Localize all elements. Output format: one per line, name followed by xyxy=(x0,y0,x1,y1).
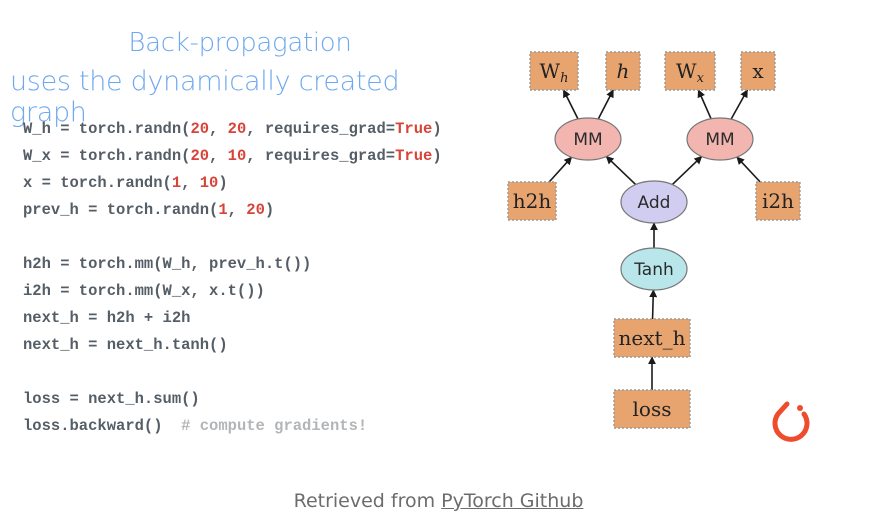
code-line: i2h = torch.mm(W_x, x.t()) xyxy=(23,278,442,305)
code-token: loss = next_h.sum() xyxy=(23,390,200,408)
code-line: loss.backward() # compute gradients! xyxy=(23,413,442,440)
op-node-label: Add xyxy=(638,193,671,213)
edge-i2h-to-MM2 xyxy=(736,156,761,183)
tensor-node-box xyxy=(755,181,801,221)
edge-MM2-to-Wx xyxy=(697,89,712,120)
op-node-label: MM xyxy=(573,130,602,150)
tensor-node-Wh: Wh xyxy=(529,51,579,91)
op-node-ellipse xyxy=(554,117,622,161)
tensor-node-x: x xyxy=(740,51,776,91)
tensor-node-Wx: Wx xyxy=(664,51,716,91)
tensor-node-box xyxy=(605,51,641,91)
code-line: next_h = next_h.tanh() xyxy=(23,332,442,359)
edge-h2h-to-MM1 xyxy=(548,156,573,183)
code-token: , xyxy=(209,147,228,165)
code-line: next_h = h2h + i2h xyxy=(23,305,442,332)
caption-prefix: Retrieved from xyxy=(293,490,442,512)
op-node-label: Tanh xyxy=(633,260,674,280)
edge-next_h-to-Tanh xyxy=(649,289,658,320)
code-token: i2h = torch.mm(W_x, x.t()) xyxy=(23,282,265,300)
tensor-node-h: h xyxy=(605,51,641,91)
tensor-node-loss: loss xyxy=(613,389,691,429)
code-token: , xyxy=(209,120,228,138)
code-token: , xyxy=(227,201,247,219)
code-literal: 10 xyxy=(199,174,219,192)
code-literal: 1 xyxy=(218,201,228,219)
op-node-ellipse xyxy=(620,180,688,224)
edge-MM1-to-h xyxy=(597,89,614,120)
op-node-MM2: MM xyxy=(686,117,754,161)
op-node-ellipse xyxy=(620,247,688,291)
tensor-node-label: h xyxy=(617,59,630,83)
tensor-node-label: Wh xyxy=(540,59,569,86)
tensor-node-box xyxy=(740,51,776,91)
tensor-node-i2h: i2h xyxy=(755,181,801,221)
edge-MM1-to-Wh xyxy=(562,89,579,120)
slide-title-line1: Back-propagation xyxy=(128,28,352,58)
code-token: loss.backward() xyxy=(23,417,182,435)
tensor-node-box xyxy=(613,389,691,429)
tensor-node-h2h: h2h xyxy=(507,181,557,221)
tensor-node-box xyxy=(613,318,691,358)
op-node-MM1: MM xyxy=(554,117,622,161)
tensor-node-label: i2h xyxy=(762,189,794,213)
code-token: x = torch.randn( xyxy=(23,174,172,192)
slide-title-line2: uses the dynamically created graph xyxy=(10,66,400,128)
code-token: , requires_grad= xyxy=(246,120,396,138)
tensor-node-box xyxy=(529,51,579,91)
edge-Add-to-MM2 xyxy=(671,155,703,186)
code-line: prev_h = torch.randn(1, 20) xyxy=(23,197,442,224)
op-node-Tanh: Tanh xyxy=(620,247,688,291)
code-literal: True xyxy=(395,147,433,165)
tensor-node-label: Wx xyxy=(676,59,705,86)
tensor-node-box xyxy=(507,181,557,221)
tensor-node-next_h: next_h xyxy=(613,318,691,358)
code-token: h2h = torch.mm(W_h, prev_h.t()) xyxy=(23,255,312,273)
code-literal: 20 xyxy=(246,201,265,219)
op-node-ellipse xyxy=(686,117,754,161)
code-comment: # compute gradients! xyxy=(181,417,368,435)
code-line: W_x = torch.randn(20, 10, requires_grad=… xyxy=(23,143,442,170)
code-token: ) xyxy=(432,120,442,138)
tensor-node-box xyxy=(664,51,716,91)
caption: Retrieved from PyTorch Github xyxy=(0,490,877,512)
edge-Add-to-MM1 xyxy=(605,155,637,186)
pytorch-github-link[interactable]: PyTorch Github xyxy=(441,490,584,512)
code-line: x = torch.randn(1, 10) xyxy=(23,170,442,197)
code-token: W_x = torch.randn( xyxy=(23,147,191,165)
code-token: , xyxy=(181,174,200,192)
tensor-node-label: next_h xyxy=(619,326,686,350)
op-node-Add: Add xyxy=(620,180,688,224)
code-literal: 1 xyxy=(171,174,182,192)
code-line: loss = next_h.sum() xyxy=(23,386,442,413)
code-token: W_h = torch.randn( xyxy=(23,120,191,138)
code-token: prev_h = torch.randn( xyxy=(23,201,219,219)
code-token: ) xyxy=(218,174,228,192)
code-block: W_h = torch.randn(20, 20, requires_grad=… xyxy=(23,116,442,440)
tensor-node-label: h2h xyxy=(513,189,552,213)
pytorch-logo-icon xyxy=(772,401,810,442)
code-literal: 20 xyxy=(190,120,210,138)
code-line: W_h = torch.randn(20, 20, requires_grad=… xyxy=(23,116,442,143)
tensor-node-label: x xyxy=(752,59,764,83)
code-literal: 20 xyxy=(227,120,247,138)
code-token: next_h = h2h + i2h xyxy=(23,309,191,327)
edge-MM2-to-x xyxy=(730,89,749,120)
code-literal: True xyxy=(395,120,433,138)
code-literal: 10 xyxy=(227,147,247,165)
code-literal: 20 xyxy=(190,147,210,165)
op-node-label: MM xyxy=(705,130,734,150)
code-token: ) xyxy=(264,201,275,219)
tensor-node-label: loss xyxy=(633,397,672,421)
code-line: h2h = torch.mm(W_h, prev_h.t()) xyxy=(23,251,442,278)
code-token: , requires_grad= xyxy=(246,147,396,165)
code-token: ) xyxy=(432,147,442,165)
code-token: next_h = next_h.tanh() xyxy=(23,336,228,354)
